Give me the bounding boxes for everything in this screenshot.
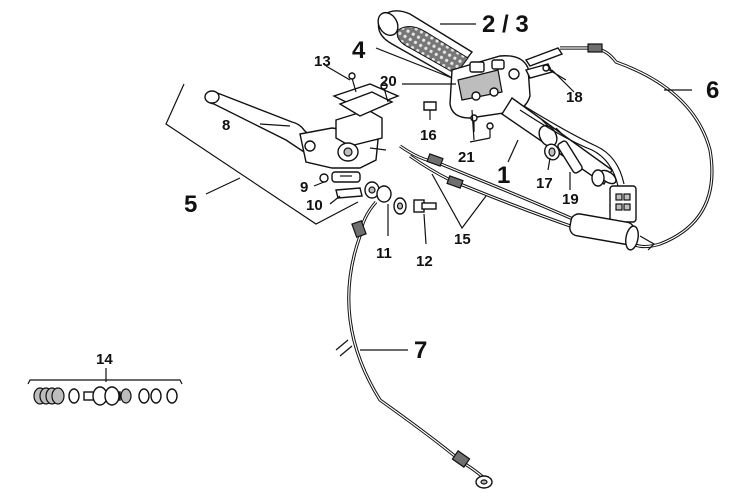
callout-15: 15	[454, 231, 471, 248]
callout-5: 5	[184, 191, 197, 218]
master-cylinder-5	[299, 109, 387, 169]
callout-8: 8	[222, 117, 230, 134]
callout-20: 20	[380, 73, 397, 90]
callout-9: 9	[300, 179, 308, 196]
callout-6: 6	[706, 77, 719, 104]
callout-16: 16	[420, 127, 437, 144]
callout-17: 17	[536, 175, 553, 192]
callout-13: 13	[314, 53, 331, 70]
cable-clamp-18	[524, 47, 567, 81]
callout-4: 4	[352, 37, 366, 64]
callout-11: 11	[376, 245, 392, 262]
bracket-5	[165, 83, 359, 225]
banjo-bolt-11-12	[364, 181, 437, 215]
brake-lever-8	[204, 90, 318, 153]
reservoir-cap-13	[332, 72, 400, 117]
callout-10: 10	[306, 197, 323, 214]
callout-18: 18	[566, 89, 583, 106]
callout-2-3: 2 / 3	[482, 11, 529, 38]
lever-cables-15	[399, 144, 655, 251]
throttle-grip	[377, 10, 474, 79]
callout-labels: 1 2 / 3 4 5 6 7 8 9 10 11 12 13 14 15 16…	[96, 11, 719, 368]
callout-19: 19	[562, 191, 579, 208]
brake-hose-7	[335, 200, 493, 489]
brake-switch-9-10	[319, 171, 363, 199]
callout-14: 14	[96, 351, 113, 368]
bar-washers	[538, 124, 605, 187]
leader-lines	[105, 23, 692, 382]
piston-kit-14	[27, 379, 183, 406]
callout-12: 12	[416, 253, 433, 270]
callout-21: 21	[458, 149, 475, 166]
wire-connector	[519, 105, 637, 223]
throttle-cable-6	[560, 43, 714, 249]
screws-16-21	[423, 101, 494, 138]
callout-7: 7	[414, 337, 427, 364]
callout-1: 1	[497, 162, 510, 189]
